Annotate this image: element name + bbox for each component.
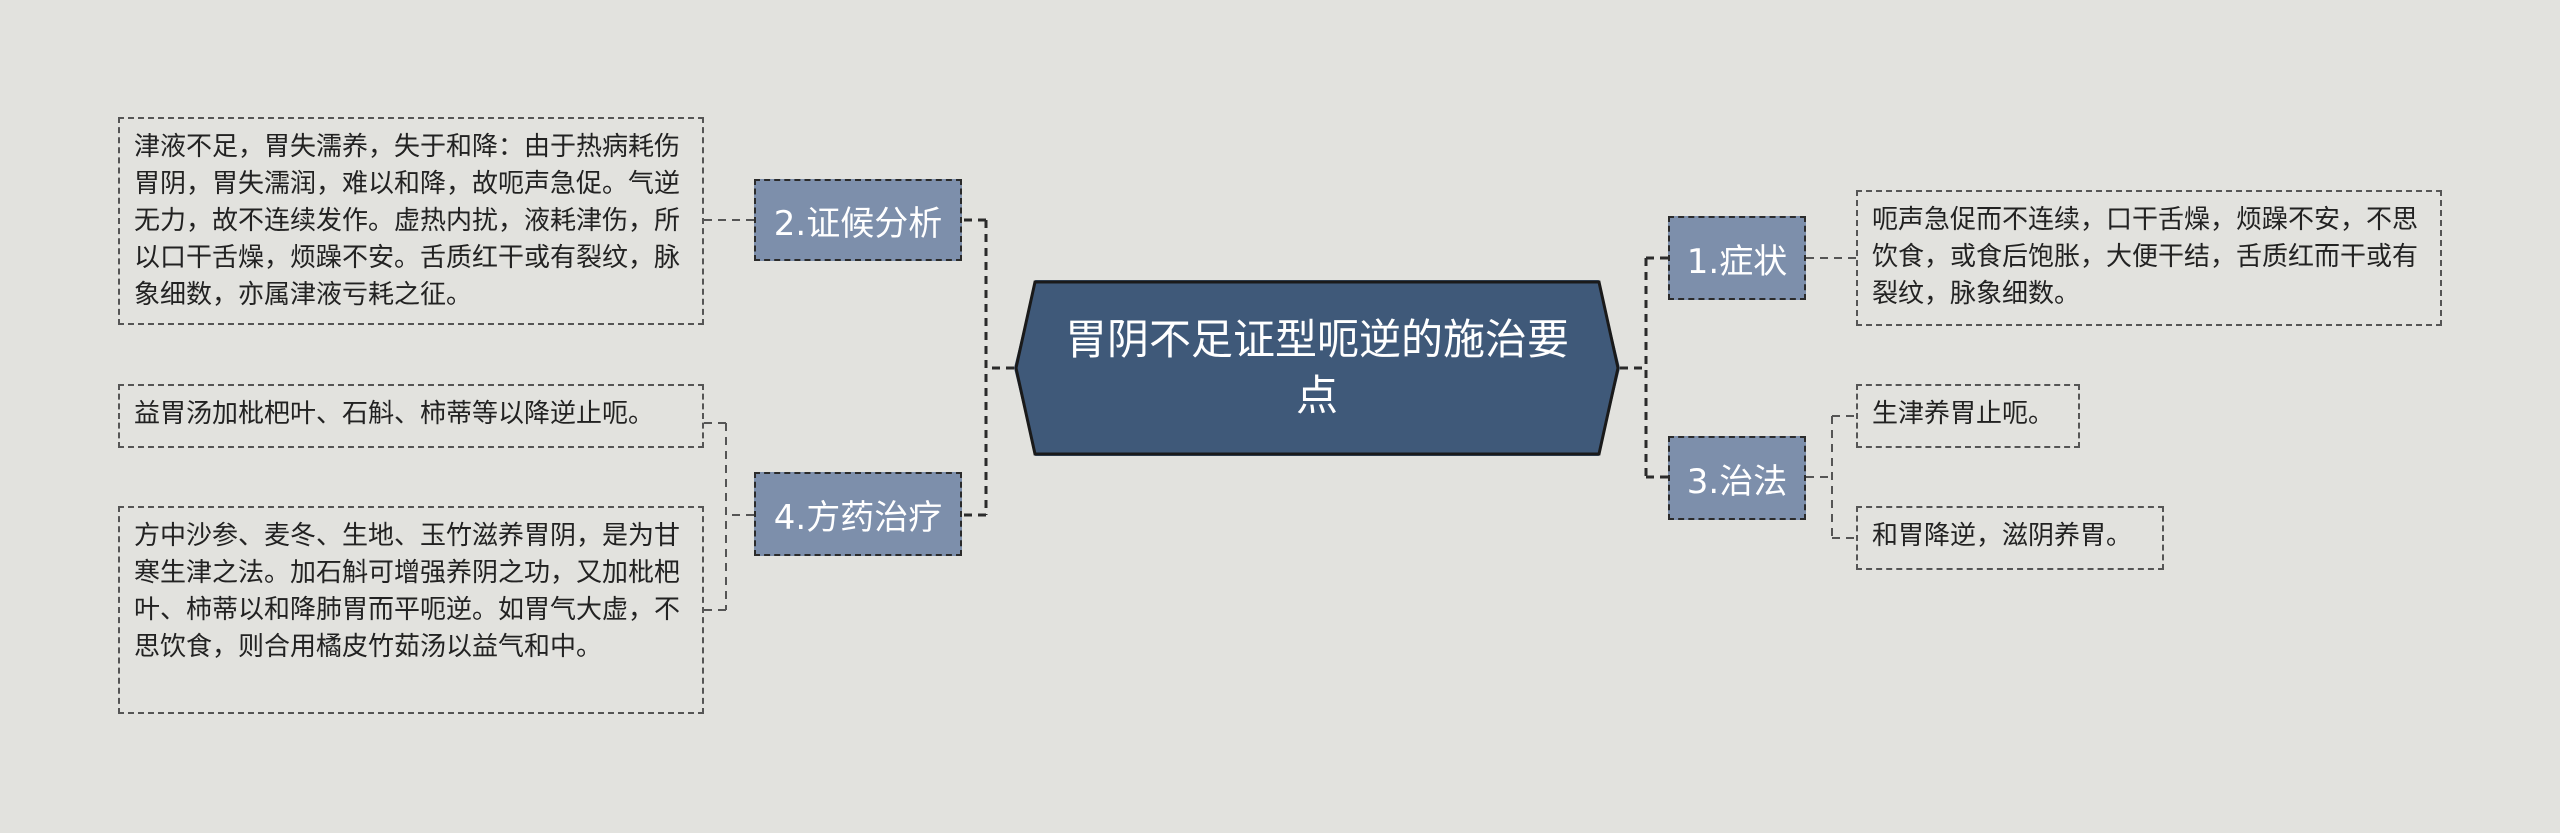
prescription-explanation-text: 方中沙参、麦冬、生地、玉竹滋养胃阴，是为甘寒生津之法。加石斛可增强养阴之功，又加… — [134, 521, 681, 662]
treatment-principle-1-text: 生津养胃止呃。 — [1872, 399, 2055, 429]
branch-prescription[interactable]: 4.方药治疗 — [754, 472, 962, 556]
root-title: 胃阴不足证型呃逆的施治要点 — [1064, 315, 1569, 420]
leaf-treatment-principle-2[interactable]: 和胃降逆，滋阴养胃。 — [1856, 506, 2164, 570]
branch-prescription-label: 4.方药治疗 — [773, 497, 943, 538]
branch-treatment[interactable]: 3.治法 — [1668, 436, 1806, 520]
root-outline — [1014, 280, 1620, 456]
prescription-formula-text: 益胃汤加枇杷叶、石斛、柿蒂等以降逆止呃。 — [134, 399, 655, 429]
root-topic[interactable]: 胃阴不足证型呃逆的施治要点 — [1014, 280, 1620, 456]
branch-analysis[interactable]: 2.证候分析 — [754, 179, 962, 261]
leaf-prescription-formula[interactable]: 益胃汤加枇杷叶、石斛、柿蒂等以降逆止呃。 — [118, 384, 704, 448]
branch-symptoms[interactable]: 1.症状 — [1668, 216, 1806, 300]
branch-treatment-label: 3.治法 — [1686, 461, 1788, 502]
leaf-analysis-detail[interactable]: 津液不足，胃失濡养，失于和降：由于热病耗伤胃阴，胃失濡润，难以和降，故呃声急促。… — [118, 117, 704, 325]
leaf-treatment-principle-1[interactable]: 生津养胃止呃。 — [1856, 384, 2080, 448]
branch-analysis-label: 2.证候分析 — [773, 203, 943, 244]
symptoms-detail-text: 呃声急促而不连续，口干舌燥，烦躁不安，不思饮食，或食后饱胀，大便干结，舌质红而干… — [1872, 205, 2419, 309]
leaf-symptoms-detail[interactable]: 呃声急促而不连续，口干舌燥，烦躁不安，不思饮食，或食后饱胀，大便干结，舌质红而干… — [1856, 190, 2442, 326]
analysis-detail-text: 津液不足，胃失濡养，失于和降：由于热病耗伤胃阴，胃失濡润，难以和降，故呃声急促。… — [134, 132, 681, 310]
leaf-prescription-explanation[interactable]: 方中沙参、麦冬、生地、玉竹滋养胃阴，是为甘寒生津之法。加石斛可增强养阴之功，又加… — [118, 506, 704, 714]
treatment-principle-2-text: 和胃降逆，滋阴养胃。 — [1872, 521, 2133, 551]
branch-symptoms-label: 1.症状 — [1686, 241, 1788, 282]
